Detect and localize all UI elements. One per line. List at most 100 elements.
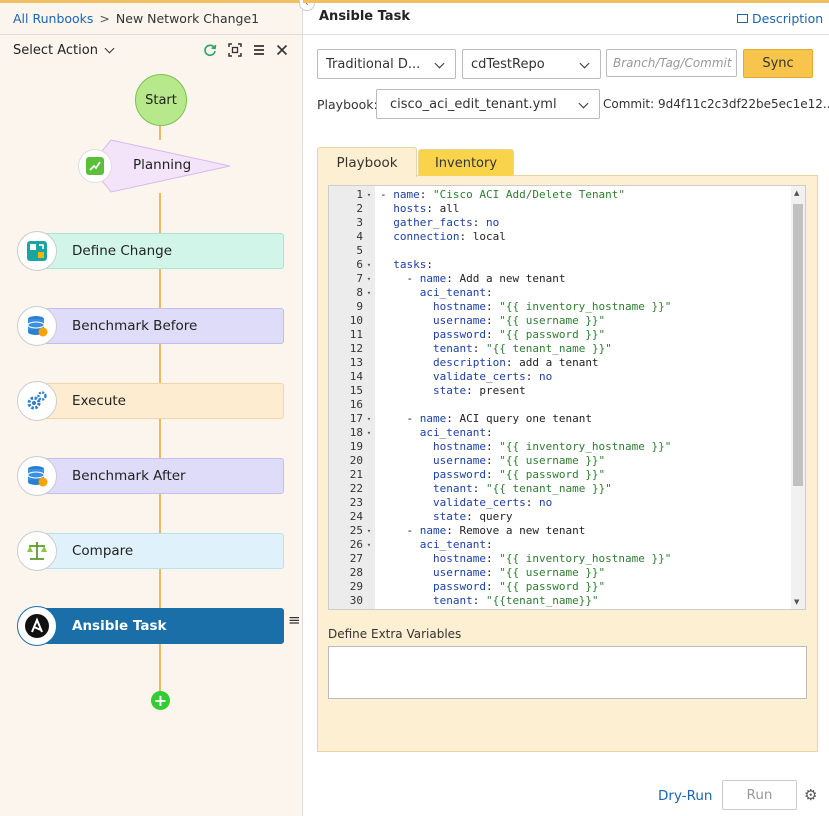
fold-spacer [363, 328, 375, 342]
chevron-down-icon [434, 58, 445, 69]
flow-connector [159, 419, 161, 458]
fold-toggle-icon[interactable]: ▾ [366, 541, 372, 549]
step-execute[interactable]: Execute [35, 383, 284, 419]
line-number: 27 [349, 552, 363, 565]
line-number: 13 [349, 356, 363, 369]
sync-button[interactable]: Sync [743, 49, 813, 78]
refresh-icon[interactable] [202, 42, 218, 58]
fold-spacer [363, 342, 375, 356]
fold-spacer [363, 468, 375, 482]
fold-spacer [363, 594, 375, 608]
fold-spacer [363, 566, 375, 580]
flow-connector [159, 494, 161, 533]
tab-inventory[interactable]: Inventory [418, 149, 514, 176]
line-number: 28 [349, 566, 363, 579]
branch-tag-commit-input[interactable]: Branch/Tag/Commit [606, 49, 737, 77]
code-editor[interactable]: 1▾- name: "Cisco ACI Add/Delete Tenant"2… [328, 185, 806, 610]
line-text: password: "{{ password }}" [432, 468, 606, 481]
line-text: state: query [432, 510, 513, 523]
top-accent-bar [0, 0, 303, 3]
code-line: 2 hosts: all [329, 202, 671, 216]
menu-icon[interactable] [251, 42, 267, 58]
step-label: Define Change [72, 243, 173, 259]
step-define-change[interactable]: Define Change [35, 233, 284, 269]
breadcrumb-current: New Network Change1 [115, 11, 260, 26]
line-text [375, 244, 380, 258]
step-menu-icon[interactable]: ≡ [288, 611, 301, 629]
scroll-down-icon[interactable]: ▼ [794, 598, 800, 606]
select-action-label: Select Action [13, 43, 98, 58]
line-text: - name: ACI query one tenant [380, 412, 592, 425]
fold-spacer [363, 202, 375, 216]
fold-spacer [363, 398, 375, 412]
line-text: validate_certs: no [432, 496, 553, 509]
breadcrumb: All Runbooks>New Network Change1 [13, 11, 259, 26]
line-number: 14 [349, 370, 363, 383]
code-line: 30 tenant: "{{tenant_name}}" [329, 594, 671, 608]
code-line: 24 state: query [329, 510, 671, 524]
line-number: 9 [356, 300, 363, 313]
scroll-up-icon[interactable]: ▲ [794, 189, 800, 197]
gear-icon[interactable]: ⚙ [804, 786, 818, 804]
extra-variables-input[interactable] [328, 646, 807, 699]
code-line: 7▾ - name: Add a new tenant [329, 272, 671, 286]
fold-toggle-icon[interactable]: ▾ [366, 415, 372, 423]
scrollbar-thumb[interactable] [793, 204, 803, 486]
code-line: 19 hostname: "{{ inventory_hostname }}" [329, 440, 672, 454]
line-text [375, 398, 380, 412]
fold-toggle-icon[interactable]: ▾ [366, 289, 372, 297]
line-number: 6 [356, 258, 363, 271]
fold-toggle-icon[interactable]: ▾ [366, 191, 372, 199]
step-label: Execute [72, 393, 126, 409]
step-benchmark-before[interactable]: Benchmark Before [35, 308, 284, 344]
code-line: 11 password: "{{ password }}" [329, 328, 671, 342]
tab-playbook[interactable]: Playbook [317, 147, 417, 177]
line-number: 24 [349, 510, 363, 523]
divider [303, 34, 829, 35]
run-button[interactable]: Run [722, 780, 797, 810]
code-line: 15 state: present [329, 384, 671, 398]
line-number: 18 [349, 426, 363, 439]
fold-toggle-icon[interactable]: ▾ [366, 261, 372, 269]
breadcrumb-all-runbooks[interactable]: All Runbooks [13, 11, 94, 26]
flow-connector [159, 344, 161, 383]
fold-toggle-icon[interactable]: ▾ [366, 527, 372, 535]
description-icon [737, 14, 748, 23]
code-line: 17▾ - name: ACI query one tenant [329, 412, 671, 426]
source-type-value: Traditional D... [326, 56, 421, 72]
line-number: 29 [349, 580, 363, 593]
select-action-dropdown[interactable]: Select Action [13, 43, 115, 58]
line-number: 1 [356, 188, 363, 201]
step-benchmark-after[interactable]: Benchmark After [35, 458, 284, 494]
step-ansible-task[interactable]: Ansible Task [35, 608, 284, 644]
code-line: 23 validate_certs: no [329, 496, 671, 510]
code-line: 18▾ aci_tenant: [329, 426, 671, 440]
fold-spacer [363, 230, 375, 244]
step-label: Benchmark Before [72, 318, 198, 334]
extra-variables-label: Define Extra Variables [328, 627, 462, 641]
step-compare[interactable]: Compare [35, 533, 284, 569]
repository-value: cdTestRepo [471, 56, 545, 72]
fold-spacer [363, 552, 375, 566]
start-node[interactable]: Start [135, 74, 187, 126]
fold-toggle-icon[interactable]: ▾ [366, 275, 372, 283]
playbook-select[interactable]: cisco_aci_edit_tenant.yml [376, 89, 600, 119]
code-line: 12 tenant: "{{ tenant_name }}" [329, 342, 671, 356]
collapse-pane-icon[interactable]: ‹ [299, 0, 315, 11]
code-line: 22 tenant: "{{ tenant_name }}" [329, 482, 671, 496]
repository-select[interactable]: cdTestRepo [462, 49, 601, 79]
chevron-down-icon [578, 98, 589, 109]
add-step-button[interactable]: + [151, 691, 170, 710]
dry-run-link[interactable]: Dry-Run [658, 788, 713, 804]
fit-screen-icon[interactable] [227, 42, 243, 58]
close-icon[interactable] [274, 42, 290, 58]
source-type-select[interactable]: Traditional D... [317, 49, 456, 79]
description-link[interactable]: Description [737, 11, 823, 26]
fold-toggle-icon[interactable]: ▾ [366, 429, 372, 437]
line-number: 21 [349, 468, 363, 481]
line-text: hosts: all [393, 202, 460, 215]
panel-title: Ansible Task [319, 9, 410, 24]
editor-scrollbar[interactable]: ▲ ▼ [791, 186, 805, 609]
line-text: aci_tenant: [419, 286, 493, 299]
line-number: 23 [349, 496, 363, 509]
